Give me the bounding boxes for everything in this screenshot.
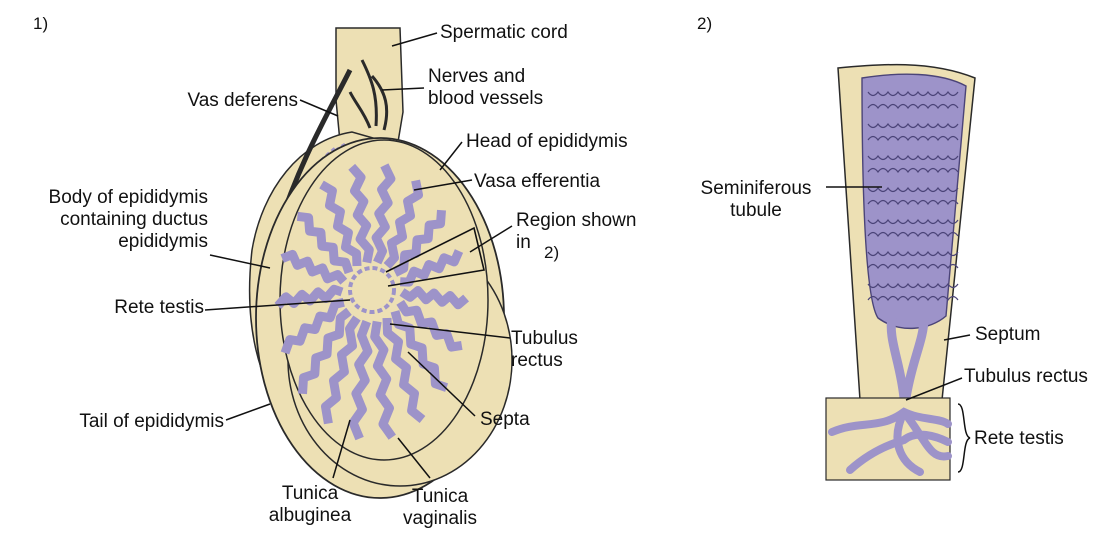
label-body-epididymis: Body of epididymis containing ductus epi… — [6, 187, 208, 253]
label-tubulus-rectus-2: Tubulus rectus — [964, 366, 1088, 388]
label-seminiferous-tubule: Seminiferous tubule — [686, 178, 826, 222]
rete-testis-brace — [958, 404, 970, 472]
label-vas-deferens: Vas deferens — [150, 90, 298, 112]
label-septa: Septa — [480, 409, 530, 431]
rete-testis-shape — [350, 268, 394, 312]
panel-1-number: 1) — [33, 14, 48, 34]
leader-tail-epididymis — [226, 404, 270, 420]
label-tubulus-rectus: Tubulus rectus — [511, 328, 578, 372]
label-region-ref: 2) — [544, 243, 559, 263]
label-region-shown: Region shown in — [516, 210, 636, 254]
label-tunica-vaginalis: Tunica vaginalis — [388, 486, 492, 530]
label-tunica-albuginea: Tunica albuginea — [258, 483, 362, 527]
label-septum: Septum — [975, 324, 1040, 346]
label-nerves-blood-vessels: Nerves and blood vessels — [428, 66, 543, 110]
label-head-epididymis: Head of epididymis — [466, 131, 628, 153]
label-tail-epididymis: Tail of epididymis — [30, 411, 224, 433]
label-rete-testis-2: Rete testis — [974, 428, 1064, 450]
lobule-detail-drawing — [826, 65, 975, 480]
leader-head-epididymis — [440, 142, 462, 170]
label-rete-testis: Rete testis — [82, 297, 204, 319]
label-vasa-efferentia: Vasa efferentia — [474, 171, 600, 193]
panel-2-number: 2) — [697, 14, 712, 34]
label-spermatic-cord: Spermatic cord — [440, 22, 568, 44]
